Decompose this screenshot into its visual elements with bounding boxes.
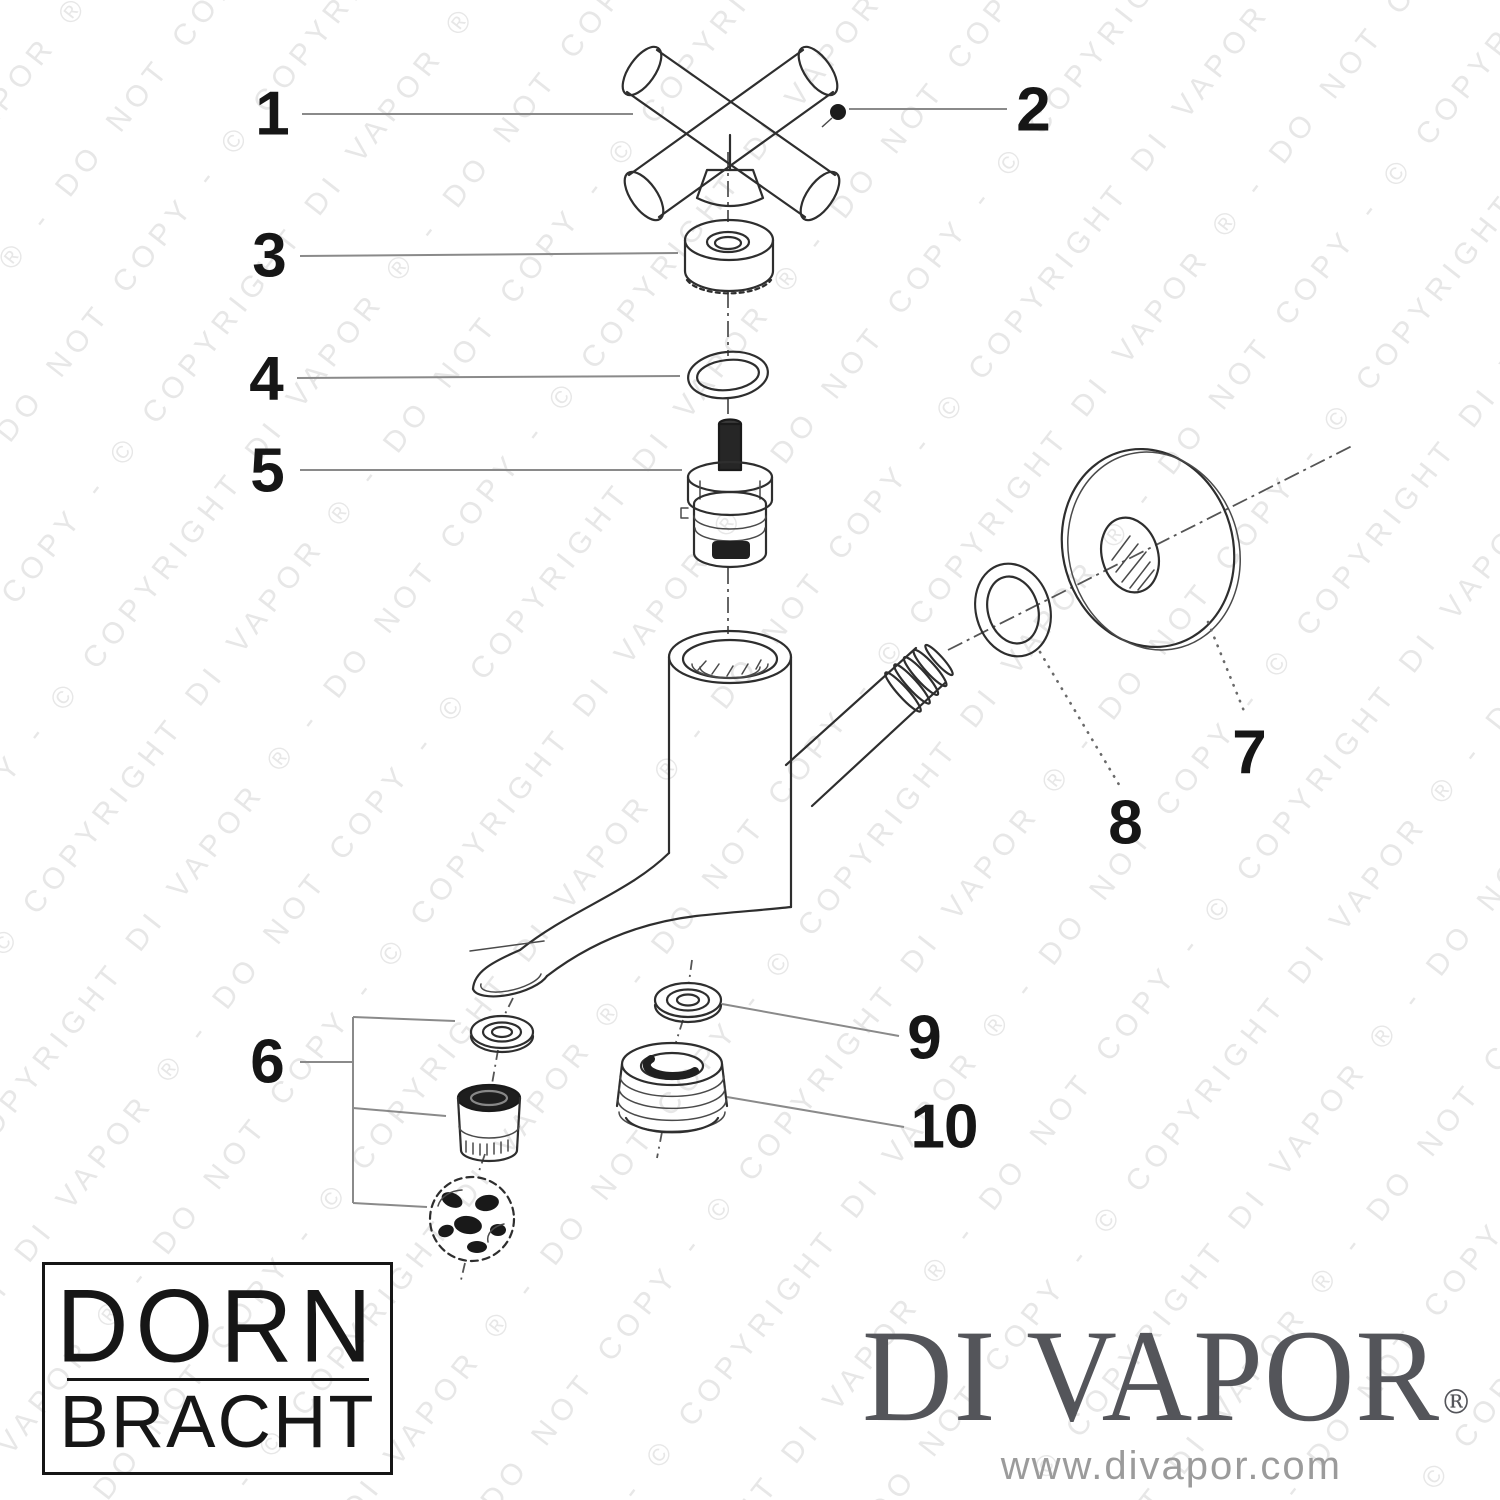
o-ring-part bbox=[687, 350, 769, 400]
escutcheon-plate-part bbox=[1060, 447, 1241, 651]
leader-lines bbox=[296, 108, 1248, 1208]
cross-handle-part bbox=[621, 45, 841, 222]
assembly-axis-lines bbox=[460, 152, 1353, 1281]
part-label-4: 4 bbox=[249, 344, 283, 414]
part-label-1: 1 bbox=[255, 79, 289, 149]
part-label-9: 9 bbox=[907, 1003, 941, 1073]
washer-part bbox=[653, 981, 723, 1024]
divapor-url: www.divapor.com bbox=[1000, 1444, 1342, 1488]
dornbracht-logo-line2: BRACHT bbox=[59, 1380, 376, 1464]
dornbracht-logo-divider bbox=[66, 1378, 369, 1382]
part-label-6: 6 bbox=[250, 1027, 284, 1097]
divapor-logo: DI VAPOR® bbox=[862, 1310, 1472, 1442]
dornbracht-logo-line1: DORN bbox=[56, 1267, 379, 1385]
part-label-5: 5 bbox=[250, 436, 284, 506]
aerator-housing-part bbox=[615, 1041, 729, 1134]
registered-trademark-icon: ® bbox=[1439, 1382, 1472, 1423]
aerator-assembly-parts bbox=[428, 1014, 535, 1263]
gasket-part bbox=[974, 562, 1052, 658]
divapor-wordmark: DI VAPOR bbox=[861, 1302, 1440, 1449]
cartridge-part bbox=[680, 418, 774, 569]
part-label-3: 3 bbox=[252, 221, 286, 291]
part-label-7: 7 bbox=[1232, 718, 1266, 788]
part-label-8: 8 bbox=[1108, 788, 1142, 858]
faucet-body-part bbox=[469, 629, 954, 998]
dornbracht-logo: DORN BRACHT bbox=[42, 1262, 393, 1475]
part-label-10: 10 bbox=[910, 1092, 979, 1162]
handle-cap-part bbox=[683, 218, 775, 295]
handle-screw-part bbox=[821, 104, 846, 128]
part-label-2: 2 bbox=[1016, 75, 1050, 145]
